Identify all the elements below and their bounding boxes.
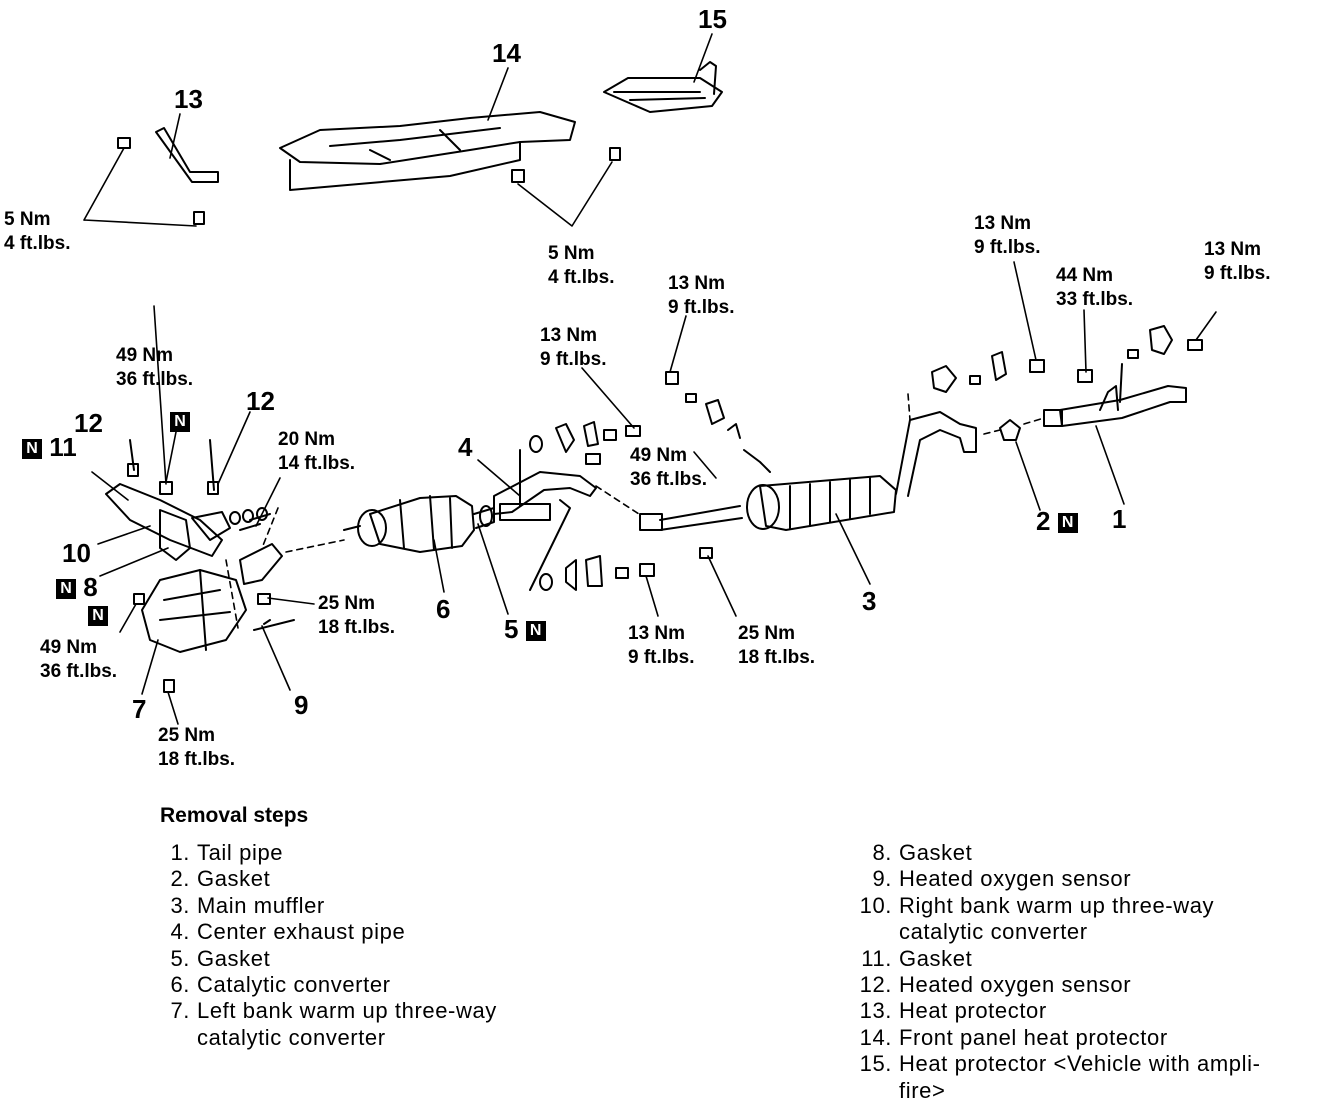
- exhaust-drawing: [83, 33, 1217, 725]
- heat-protector-15-shape: [603, 61, 723, 113]
- catalytic-converter-shape: [343, 495, 495, 553]
- callout-9: 9: [294, 690, 309, 720]
- callout-11-number: 11: [49, 432, 77, 462]
- callout-14: 14: [492, 38, 521, 68]
- callout-12-right: 12: [246, 386, 275, 416]
- list-item: 7.Left bank warm up three-way: [170, 998, 497, 1024]
- callout-1: 1: [1112, 504, 1127, 534]
- callout-5-number: 5: [504, 614, 519, 644]
- list-item: 8.Gasket: [872, 840, 973, 865]
- list-item: 5.Gasket: [170, 945, 271, 971]
- warm-up-converters-shape: [105, 483, 283, 653]
- callout-6: 6: [436, 594, 451, 624]
- callout-8: N 8: [56, 572, 98, 603]
- callout-12-left: 12: [74, 408, 103, 438]
- list-item: 11.Gasket: [861, 945, 973, 971]
- callout-15: 15: [698, 4, 727, 34]
- callout-3: 3: [862, 586, 877, 616]
- new-part-marker: N: [22, 439, 42, 460]
- list-item: 4.Center exhaust pipe: [170, 919, 406, 945]
- callout-10: 10: [62, 538, 91, 568]
- list-item: 12.Heated oxygen sensor: [859, 972, 1132, 998]
- list-item: 2.Gasket: [170, 866, 271, 892]
- list-item-continuation: catalytic converter: [197, 1024, 386, 1050]
- list-item: 6.Catalytic converter: [170, 972, 391, 998]
- new-part-marker: N: [170, 412, 190, 432]
- callout-2-number: 2: [1036, 506, 1051, 536]
- center-exhaust-pipe-shape: [493, 449, 597, 591]
- new-part-marker-upper: N: [170, 412, 190, 432]
- tail-pipe-shape: [999, 363, 1187, 441]
- list-item: 15.Heat protector <Vehicle with ampli-: [859, 1051, 1261, 1077]
- callout-8-number: 8: [83, 572, 98, 602]
- callout-5: 5 N: [504, 614, 546, 645]
- removal-steps-list-left: 1.Tail pipe 2.Gasket 3.Main muffler 4.Ce…: [160, 840, 497, 1051]
- new-part-marker: N: [525, 621, 546, 642]
- new-part-marker-lower: N: [88, 606, 108, 626]
- callout-11: N 11: [22, 432, 77, 463]
- list-item: 1.Tail pipe: [170, 840, 284, 865]
- list-item: 10.Right bank warm up three-way: [859, 892, 1215, 918]
- list-item: 14.Front panel heat protector: [859, 1024, 1168, 1050]
- front-panel-heat-protector-14-shape: [279, 111, 576, 191]
- heat-protector-13-shape: [117, 127, 219, 225]
- list-item: 3.Main muffler: [170, 892, 325, 918]
- list-item-continuation: catalytic converter: [899, 919, 1088, 945]
- removal-steps-list-right: 8.Gasket 9.Heated oxygen sensor 10.Right…: [852, 840, 1261, 1104]
- list-item-continuation: fire>: [899, 1077, 946, 1103]
- new-part-marker: N: [56, 579, 76, 600]
- list-item: 9.Heated oxygen sensor: [872, 866, 1132, 892]
- new-part-marker: N: [1057, 513, 1078, 534]
- callout-13: 13: [174, 84, 203, 114]
- callout-4: 4: [458, 432, 473, 462]
- callout-7: 7: [132, 694, 147, 724]
- removal-steps-title: Removal steps: [160, 804, 309, 827]
- new-part-marker: N: [88, 606, 108, 626]
- main-muffler-shape: [639, 411, 977, 531]
- callout-2: 2 N: [1036, 506, 1078, 537]
- list-item: 13.Heat protector: [859, 998, 1047, 1024]
